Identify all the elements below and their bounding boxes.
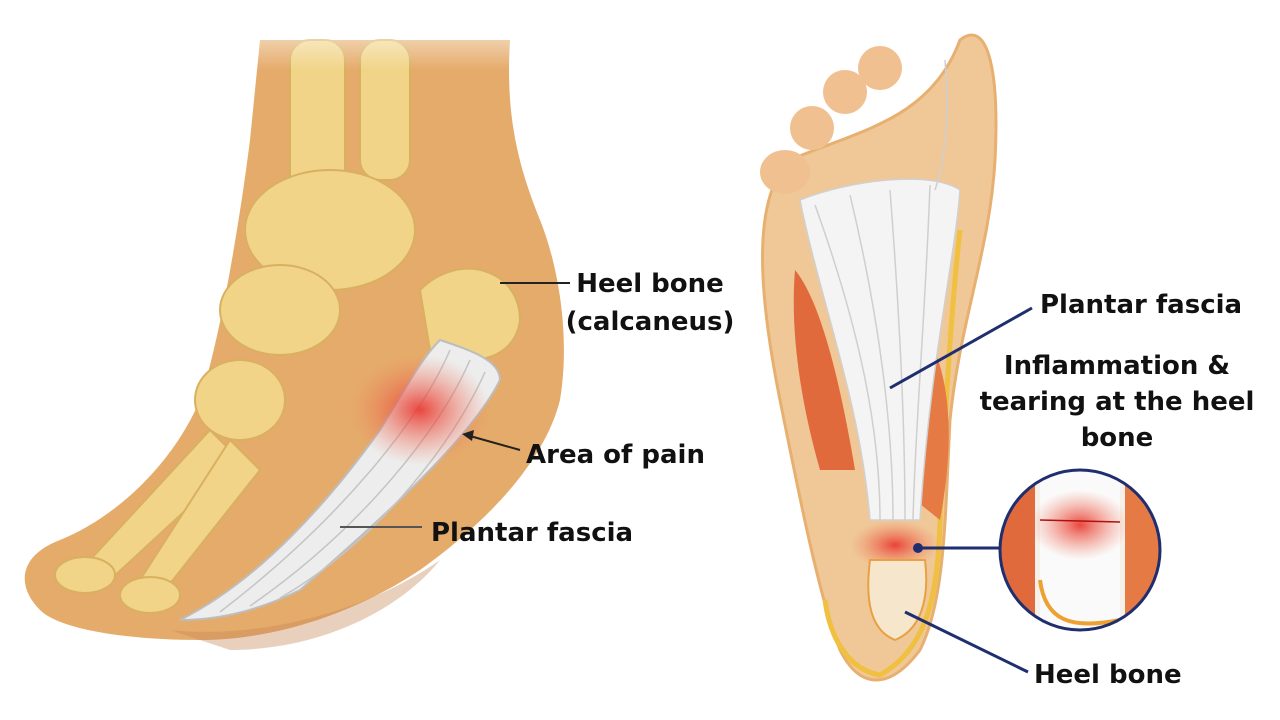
- label-calcaneus: (calcaneus): [566, 307, 735, 337]
- side-view-foot: [24, 0, 564, 650]
- muscles-left: [793, 270, 855, 470]
- heel-shadow: [170, 560, 440, 650]
- sole-view-foot: [760, 33, 998, 682]
- toes: [760, 46, 902, 194]
- sole-inflammation: [850, 520, 940, 570]
- label-heel-bone: Heel bone: [576, 269, 724, 299]
- magnified-inset: [998, 468, 1162, 632]
- sole-yellow-rim: [822, 229, 963, 678]
- pain-area: [350, 355, 490, 465]
- leader-lines: [340, 282, 1033, 674]
- bones: [54, 39, 522, 614]
- label-inflammation-1: Inflammation &: [1004, 351, 1230, 381]
- label-inflammation-3: bone: [1081, 423, 1154, 453]
- label-plantar-fascia-left: Plantar fascia: [431, 518, 633, 548]
- label-inflammation-2: tearing at the heel: [980, 387, 1255, 417]
- label-plantar-fascia-right: Plantar fascia: [1040, 290, 1242, 320]
- label-heel-bone-right: Heel bone: [1034, 660, 1182, 690]
- sole-fascia-fibers: [814, 59, 948, 521]
- sole-heel-bone: [867, 559, 928, 642]
- label-area-of-pain: Area of pain: [526, 440, 705, 470]
